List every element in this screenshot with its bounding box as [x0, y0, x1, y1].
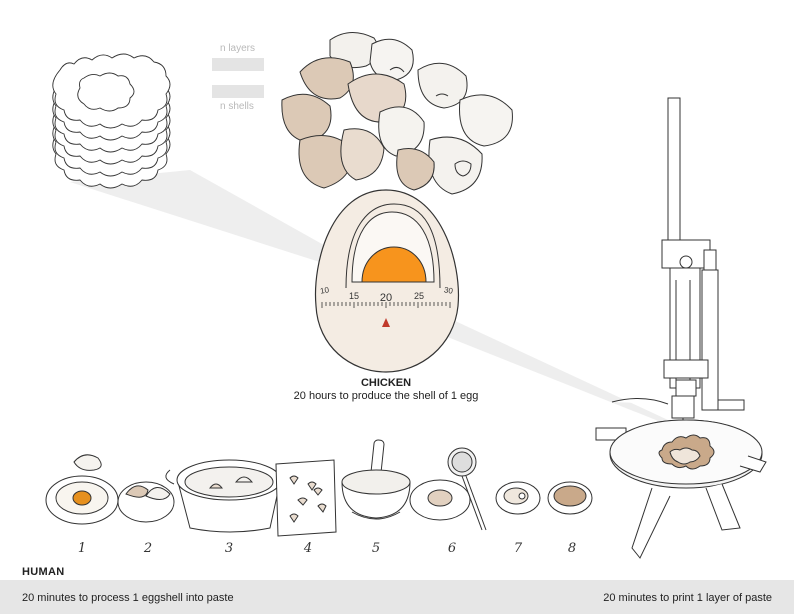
human-title: HUMAN: [22, 566, 65, 578]
step-number-5: 5: [371, 541, 381, 556]
step-7-paste-bowl: [495, 481, 541, 515]
timer-tick-10: 10: [319, 285, 330, 296]
step-5-mortar-pestle: [341, 439, 411, 520]
timer-tick-30: 30: [443, 285, 454, 296]
step-number-8: 8: [567, 541, 577, 556]
projection-beam-to-printer: [410, 300, 676, 428]
timer-tick-20: 20: [380, 292, 392, 304]
projection-beam-to-stack: [70, 170, 382, 282]
step-number-7: 7: [513, 541, 523, 556]
timer-tick-25: 25: [414, 291, 424, 301]
step-4-drying-paper: [275, 459, 337, 537]
timer-pointer: [382, 318, 390, 327]
step-6-sieve: [409, 447, 487, 531]
layers-field: [212, 58, 264, 71]
process-time-text: 20 minutes to process 1 eggshell into pa…: [22, 592, 234, 604]
shells-field: [212, 85, 264, 98]
chicken-title: CHICKEN: [360, 377, 412, 389]
layer-stack: [52, 53, 171, 189]
step-number-4: 4: [303, 541, 313, 556]
step-2-shell-bowl: [117, 481, 175, 523]
step-8-paste-bowl: [547, 481, 593, 515]
step-number-6: 6: [447, 541, 457, 556]
step-3-cooking-pot: [165, 459, 293, 533]
print-time-text: 20 minutes to print 1 layer of paste: [603, 592, 772, 604]
step-number-2: 2: [143, 541, 153, 556]
eggshell-pile: [281, 32, 513, 195]
egg-timer: 10 15 20 25 30: [314, 189, 460, 373]
step-number-3: 3: [224, 541, 234, 556]
shells-label: n shells: [220, 101, 254, 112]
bioprinter: [595, 97, 767, 559]
layers-label: n layers: [220, 43, 256, 54]
timer-orange-fill: [361, 246, 427, 283]
step-number-1: 1: [77, 541, 87, 556]
bottom-info-bar: 20 minutes to process 1 eggshell into pa…: [0, 580, 794, 614]
chicken-description: 20 hours to produce the shell of 1 egg: [293, 390, 479, 402]
step-1-egg-plate: [45, 454, 119, 525]
timer-tick-15: 15: [349, 291, 359, 301]
